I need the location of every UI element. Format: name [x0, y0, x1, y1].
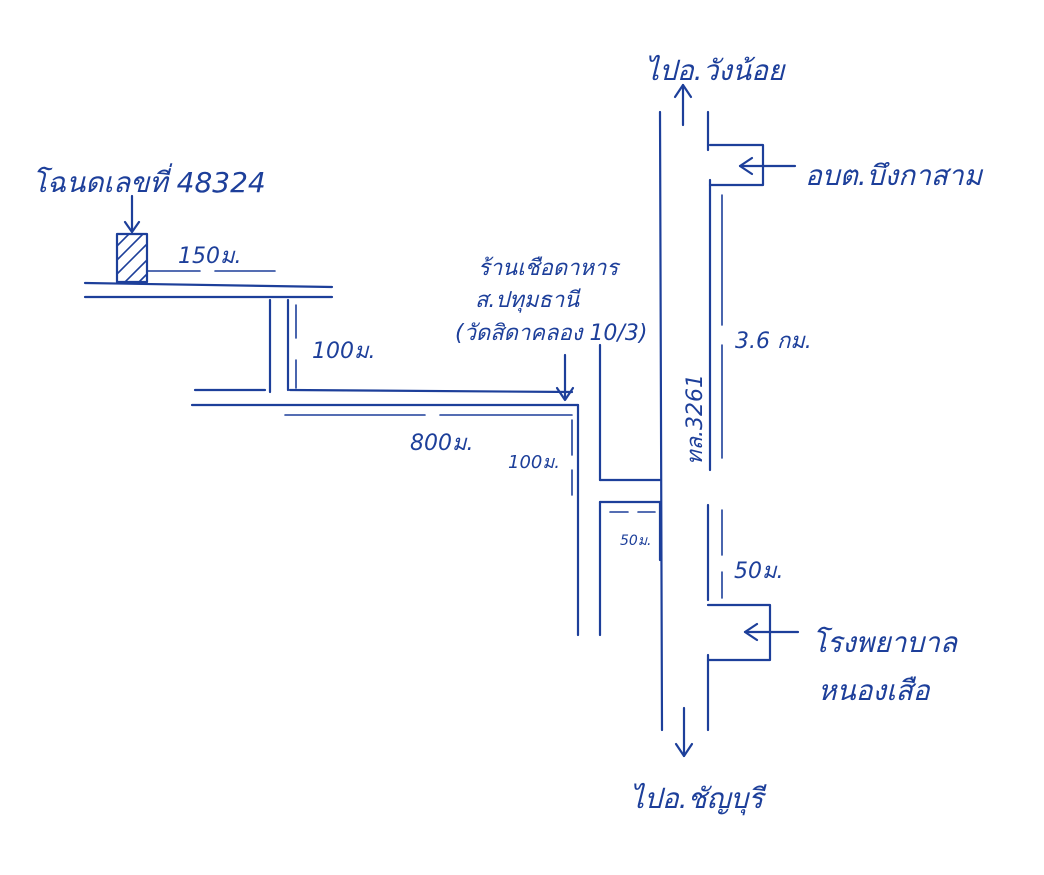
label-100m-a: 100ม.	[312, 339, 376, 364]
road-100m-connector	[268, 298, 297, 394]
label-50m-b: 50ม.	[734, 559, 784, 584]
label-100m-b: 100ม.	[508, 452, 560, 473]
label-food-shop-3: (วัดสิดาคลอง 10/3)	[455, 321, 647, 346]
land-plot	[115, 194, 149, 284]
label-3-6km: 3.6 กม.	[735, 329, 812, 354]
side-soi	[598, 343, 662, 637]
label-hospital-2: หนองเสือ	[818, 674, 931, 707]
arrow-up-icon	[673, 83, 693, 127]
label-hospital-1: โรงพยาบาล	[812, 626, 959, 659]
label-food-shop-1: ร้านเชือดาหาร	[478, 256, 621, 281]
label-50m-a: 50ม.	[620, 533, 652, 549]
obt-building	[708, 143, 797, 187]
label-food-shop-2: ส.ปทุมธานี	[475, 288, 581, 313]
label-to-thanyaburi: ไปอ.ชัญบุรี	[630, 782, 767, 816]
label-800m: 800ม.	[410, 431, 474, 456]
highway-left-edge	[658, 110, 664, 732]
highway-3261	[658, 110, 712, 732]
shop-arrow-icon	[555, 353, 575, 402]
label-obt: อบต.บึงกาสาม	[805, 159, 984, 192]
arrow-down-icon	[674, 706, 694, 758]
brackets	[571, 194, 723, 599]
hospital-building	[706, 603, 800, 662]
label-to-wang-noi: ไปอ.วังน้อย	[645, 54, 786, 87]
road-800m	[190, 388, 580, 416]
label-highway: ทล.3261	[683, 374, 708, 465]
label-150m: 150ม.	[178, 244, 242, 269]
road-150m	[83, 270, 334, 299]
label-deed-number: โฉนดเลขที่ 48324	[32, 163, 266, 199]
